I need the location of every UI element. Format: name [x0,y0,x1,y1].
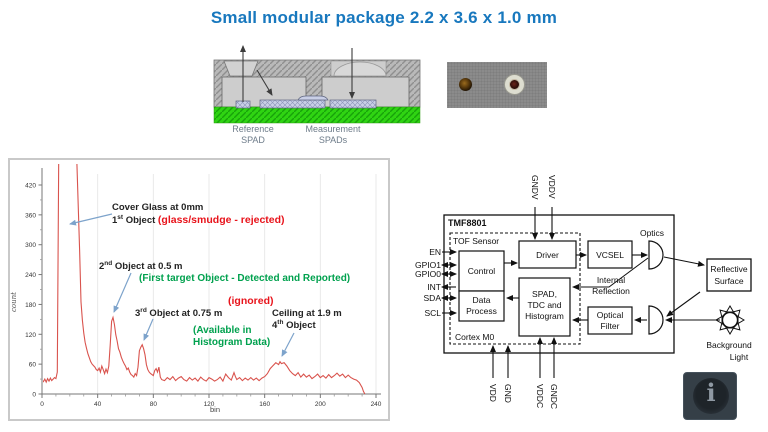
svg-text:360: 360 [25,212,36,219]
vcsel-label: VCSEL [596,250,624,260]
vcsel-aperture [459,78,472,91]
annotation-pointer-arrow [113,272,132,313]
background-light-label-1: Background [706,340,752,350]
pin-gndc-label: GNDC [549,384,559,409]
tmf8801-block-diagram: TMF8801 TOF Sensor Cortex M0 Control Dat… [415,175,752,409]
spad-label-2: TDC and [527,300,561,310]
optical-filter-label-2: Filter [601,321,620,331]
annotation-available-histogram: (Available in Histogram Data) [193,325,271,348]
lens-aperture-core [509,79,520,90]
package-mold-body [213,59,421,124]
spad-tdc-histogram-block [518,277,571,337]
reflective-surface-block [706,258,752,292]
reflective-surface-label-1: Reflective [710,264,748,274]
svg-text:0: 0 [32,392,36,399]
info-icon-ring [693,378,729,414]
control-block [458,250,505,292]
optical-filter-label-1: Optical [597,310,624,320]
annotation-pointer-arrow [69,213,113,226]
reflective-surface-label-2: Surface [714,276,744,286]
control-label: Control [468,266,496,276]
pin-scl-label: SCL [424,308,441,318]
info-icon-glyph: i [706,378,716,407]
pin-gnd-label: GND [503,384,513,403]
annotation-ceiling: Ceiling at 1.9 m 4th Object [272,308,342,331]
data-process-block [458,290,505,322]
spad-label-3: Histogram [525,311,564,321]
svg-text:200: 200 [315,401,326,408]
internal-reflection-label-2: Reflection [592,286,630,296]
pin-int-label: INT [427,282,441,292]
collection-lens-dome [333,61,387,77]
data-process-label-2: Process [466,306,497,316]
svg-text:240: 240 [371,401,382,408]
package-photo [447,62,547,108]
receiver-lens-icon [648,305,664,335]
svg-text:60: 60 [29,362,37,369]
emitter-aperture-funnel [223,60,259,77]
pin-vddc-label: VDDC [535,384,545,408]
chip-name-label: TMF8801 [448,218,487,228]
svg-text:300: 300 [25,242,36,249]
package-cross-section-diagram [213,45,421,124]
annotation-second-object: 2nd Object at 0.5 m (First target Object… [99,259,351,284]
vcsel-block [587,240,633,269]
tof-sensor-label: TOF Sensor [453,236,499,246]
lens-to-surface-arrow [663,256,705,267]
x-axis-label: bin [209,405,220,414]
svg-text:240: 240 [25,272,36,279]
svg-text:120: 120 [204,401,215,408]
annotation-ignored: (ignored) [228,295,274,307]
svg-text:40: 40 [94,401,102,408]
measurement-spads-label: Measurement SPADs [305,124,361,145]
spad-label-1: SPAD, [532,289,557,299]
internal-reflection-label-1: Internal [597,275,625,285]
reference-spad-label: Reference SPAD [232,124,274,145]
die-glob [297,95,329,101]
surface-to-lens-arrow [666,291,701,317]
cortex-m0-label: Cortex M0 [455,332,494,342]
pcb-substrate [213,106,421,124]
info-icon[interactable]: i [683,372,737,420]
measurement-spad-die [329,99,377,109]
histogram-panel: 0 40 80 120 160 200 240 0 60 120 180 240 300 360 420 c… [8,158,390,421]
background-light-label-2: Light [730,352,749,362]
vcsel-die [235,100,251,109]
emitter-lens-icon [648,240,664,270]
annotation-pointer-arrow [143,318,154,341]
sun-icon [715,305,745,335]
annotation-pointer-arrow [281,332,295,357]
annotation-third-object: 3rd Object at 0.75 m [135,306,223,319]
annotation-cover-glass: Cover Glass at 0mm 1st Object (glass/smu… [112,202,285,226]
histogram-trace [43,164,366,394]
page-title: Small modular package 2.2 x 3.6 x 1.0 mm [210,8,558,27]
pin-gpio1-label: GPIO1 [415,260,441,270]
pin-vddv-label: VDDV [547,175,557,199]
pin-en-label: EN [429,247,441,257]
svg-text:0: 0 [40,401,44,408]
pin-sda-label: SDA [424,293,442,303]
y-axis-label: count [9,292,18,312]
svg-text:80: 80 [150,401,158,408]
data-process-label-1: Data [473,295,491,305]
pin-gpio0-label: GPIO0 [415,269,441,279]
histogram-chart: 0 40 80 120 160 200 240 0 60 120 180 240 300 360 420 [25,164,382,408]
driver-label: Driver [536,250,559,260]
svg-text:420: 420 [25,183,36,190]
lens-aperture [504,74,525,95]
tof-sensor-boundary [449,232,581,345]
pin-gndv-label: GNDV [530,175,540,200]
svg-text:180: 180 [25,302,36,309]
reference-spad-pointer-arrow [256,69,273,96]
pin-vdd-label: VDD [488,384,498,402]
svg-text:120: 120 [25,332,36,339]
svg-text:160: 160 [259,401,270,408]
internal-reflection-path [572,257,649,290]
optics-label: Optics [640,228,664,238]
reference-spad-die [259,99,326,109]
